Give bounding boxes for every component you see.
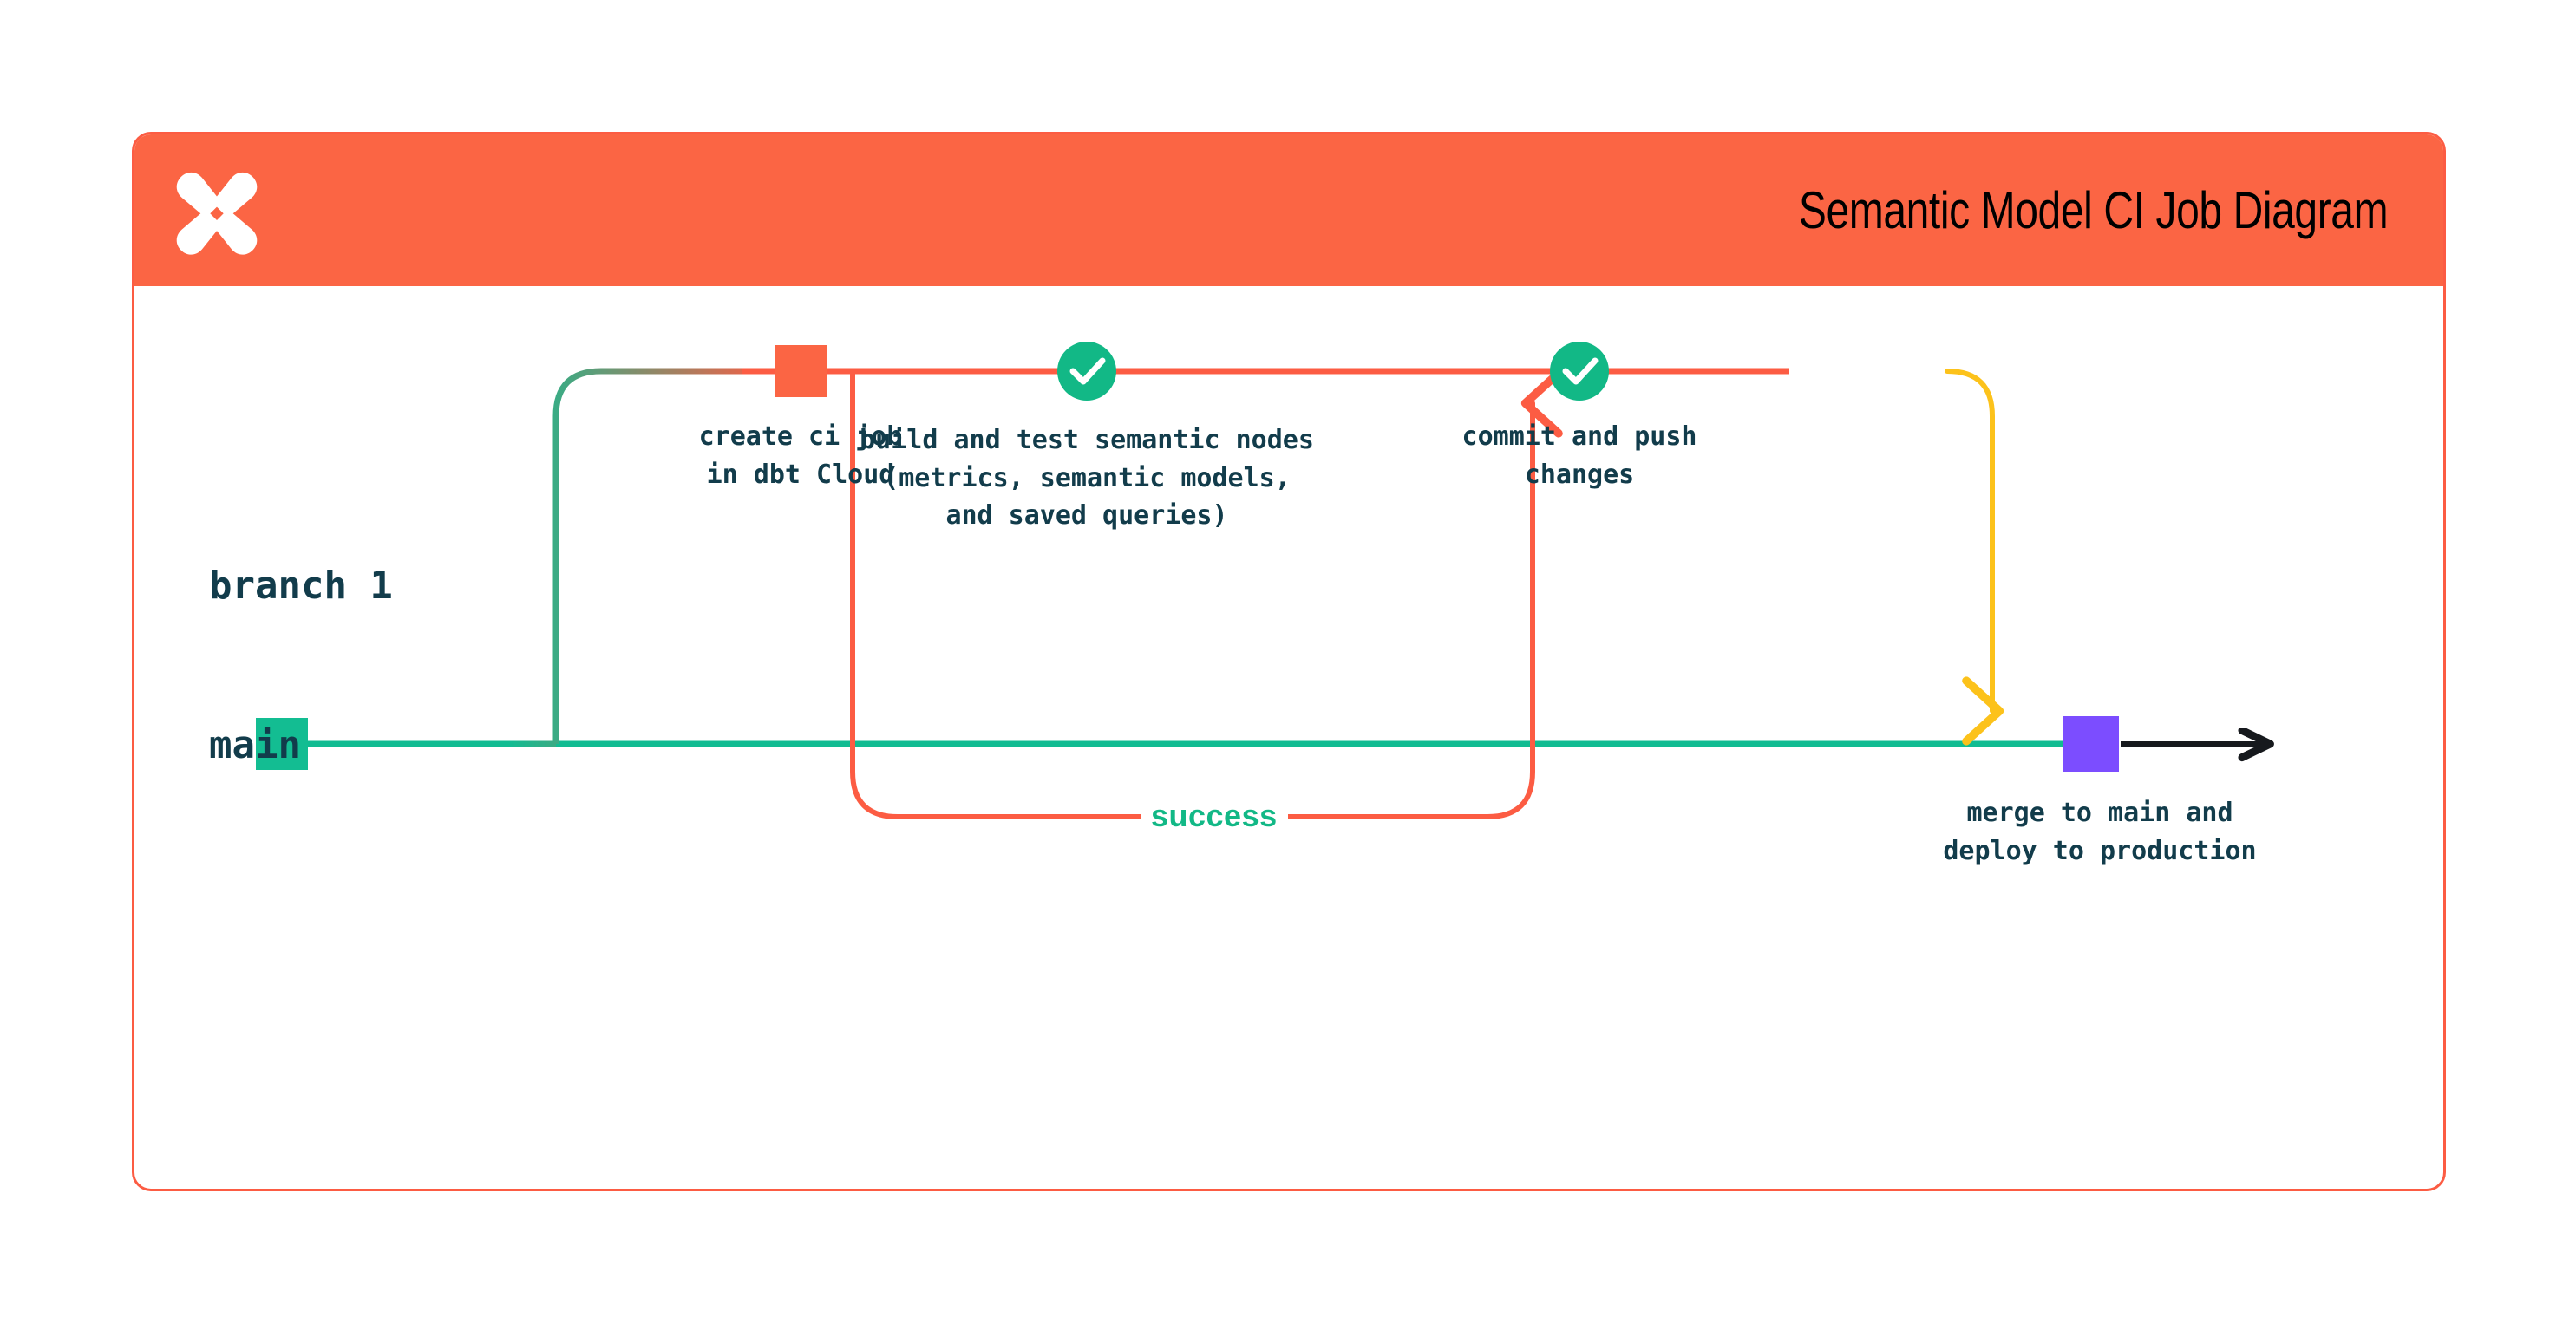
node-commit-and-push — [1550, 342, 1609, 401]
diagram-card: Semantic Model CI Job Diagram — [132, 132, 2446, 1191]
commit-and-push-line-1: commit and push — [1461, 421, 1697, 452]
branch-label-branch-1: branch 1 — [209, 564, 393, 608]
card-header: Semantic Model CI Job Diagram — [134, 134, 2443, 286]
branch-label-main: main — [209, 723, 301, 767]
node-label-commit-and-push: commit and push changes — [1389, 418, 1770, 493]
node-main-start — [256, 718, 308, 770]
dbt-x-logo-icon — [169, 163, 265, 258]
check-icon — [1069, 357, 1106, 385]
build-and-test-line-1: build and test semantic nodes — [860, 425, 1314, 455]
merge-down-edge — [1945, 369, 2004, 746]
node-build-and-test — [1057, 342, 1116, 401]
git-flow-diagram: branch 1 main create ci job in dbt Cloud… — [134, 286, 2446, 1189]
node-label-create-ci-job: create ci job in dbt Cloud — [670, 418, 931, 493]
build-and-test-line-3: and saved queries) — [945, 500, 1228, 531]
check-icon — [1562, 357, 1599, 385]
card-body: branch 1 main create ci job in dbt Cloud… — [134, 286, 2443, 1189]
create-ci-job-line-1: create ci job — [698, 421, 903, 452]
merge-to-main-line-1: merge to main and — [1966, 798, 2233, 828]
node-create-ci-job — [775, 345, 827, 397]
node-label-merge-to-main: merge to main and deploy to production — [1770, 794, 2429, 870]
create-ci-job-line-2: in dbt Cloud — [706, 459, 895, 490]
merge-to-main-line-2: deploy to production — [1943, 835, 2257, 866]
node-merge-to-main — [2063, 716, 2119, 772]
node-label-build-and-test: build and test semantic nodes (metrics, … — [818, 421, 1356, 535]
card-title: Semantic Model CI Job Diagram — [1798, 181, 2389, 239]
branch-off-edge — [289, 368, 776, 747]
success-edge-label: success — [1141, 800, 1288, 832]
commit-and-push-line-2: changes — [1524, 459, 1635, 490]
build-and-test-line-2: (metrics, semantic models, — [883, 462, 1291, 493]
